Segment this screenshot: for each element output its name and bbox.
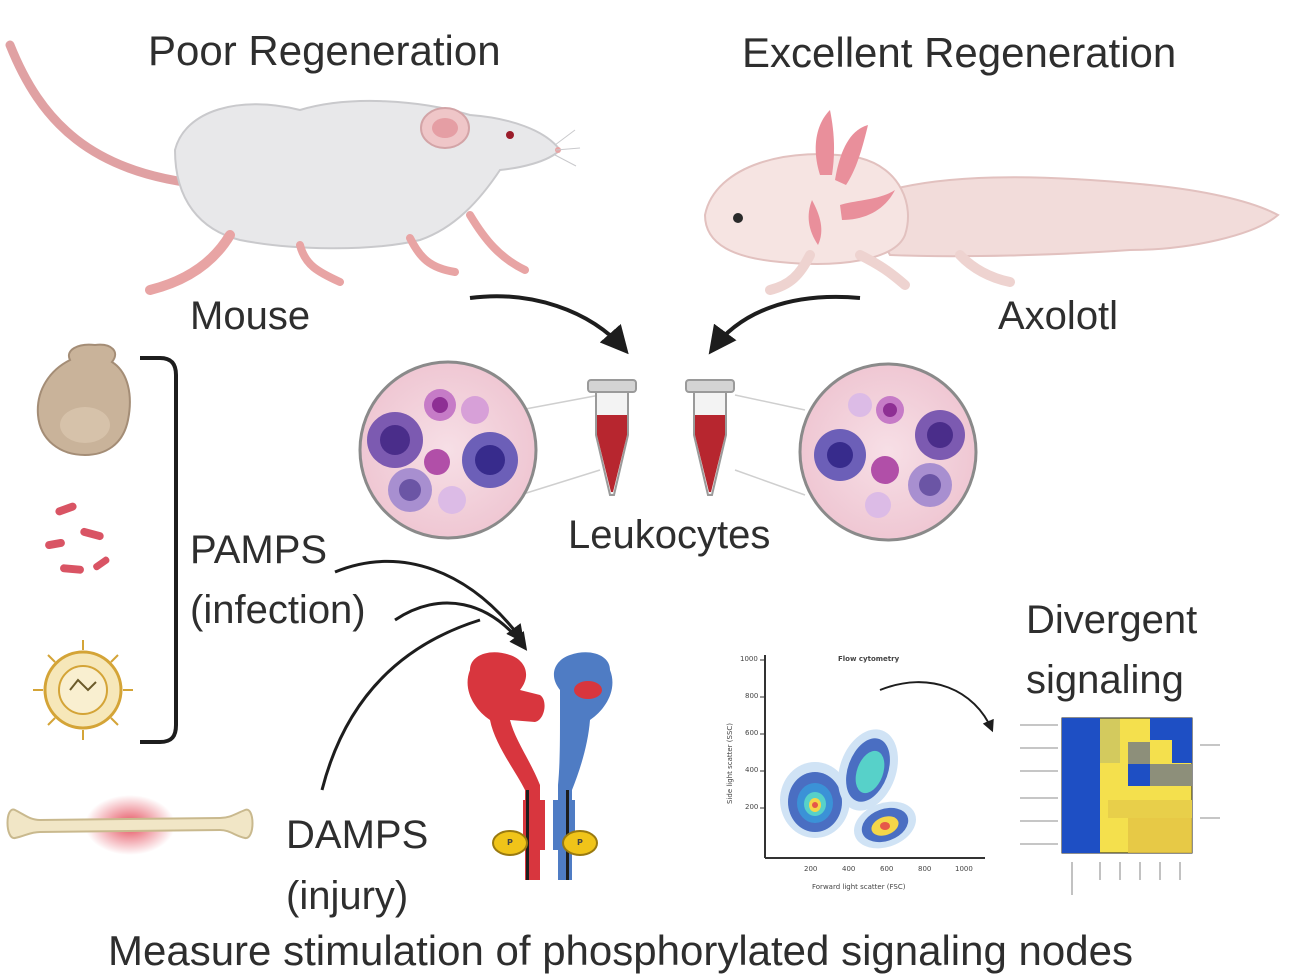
damps-sublabel: (injury) [286, 874, 409, 918]
excellent-regeneration-title: Excellent Regeneration [742, 29, 1177, 76]
flow-ytick: 600 [745, 729, 759, 737]
flow-ytick: 400 [745, 766, 759, 774]
virus-icon [33, 640, 133, 740]
pamps-label: PAMPS [190, 528, 328, 572]
mouse-to-cells-arrow [469, 294, 629, 355]
bacteria-icon [45, 502, 110, 574]
cell-dish-icon [358, 360, 601, 540]
damps-label: DAMPS [286, 813, 429, 857]
pamps-sublabel: (infection) [190, 588, 366, 632]
flow-xaxis-label: Forward light scatter (FSC) [812, 883, 906, 891]
stimuli-bracket [140, 356, 178, 744]
flow-ytick: 1000 [740, 655, 758, 663]
flow-xtick: 1000 [955, 865, 973, 873]
leukocytes-label: Leukocytes [568, 513, 771, 557]
flow-ytick: 200 [745, 803, 759, 811]
receptor-icon [467, 652, 613, 880]
divergent-label: Divergent [1026, 598, 1198, 642]
axolotl-illustration [703, 110, 1280, 295]
rock-antigen-icon [36, 343, 131, 457]
mouse-label: Mouse [190, 294, 311, 338]
poor-regeneration-title: Poor Regeneration [148, 27, 501, 74]
mouse-illustration [5, 40, 581, 295]
flow-ytick: 800 [745, 692, 759, 700]
bone-icon [6, 795, 254, 855]
flow-xtick: 600 [880, 865, 894, 873]
pamps-arrow-2 [394, 601, 528, 651]
tube-icon [685, 379, 735, 496]
flow-xtick: 800 [918, 865, 932, 873]
signaling-label-text: signaling [1026, 658, 1184, 702]
heatmap-icon [1020, 717, 1220, 895]
axolotl-to-cells-arrow [708, 294, 861, 355]
phospho-label-left: P [507, 838, 513, 847]
caption-label: Measure stimulation of phosphorylated si… [108, 927, 1133, 974]
tube-icon [587, 379, 637, 496]
cell-dish-icon [734, 362, 978, 542]
pamps-arrow [334, 559, 525, 643]
flow-title-label: Flow cytometry [838, 655, 900, 663]
axolotl-label: Axolotl [998, 294, 1119, 338]
phospho-label-right: P [577, 838, 583, 847]
flow-xtick: 400 [842, 865, 856, 873]
damps-line [320, 618, 481, 791]
flow-xtick: 200 [804, 865, 818, 873]
flow-yaxis-label: Side light scatter (SSC) [726, 722, 735, 805]
flow-plot-icon [760, 655, 994, 859]
